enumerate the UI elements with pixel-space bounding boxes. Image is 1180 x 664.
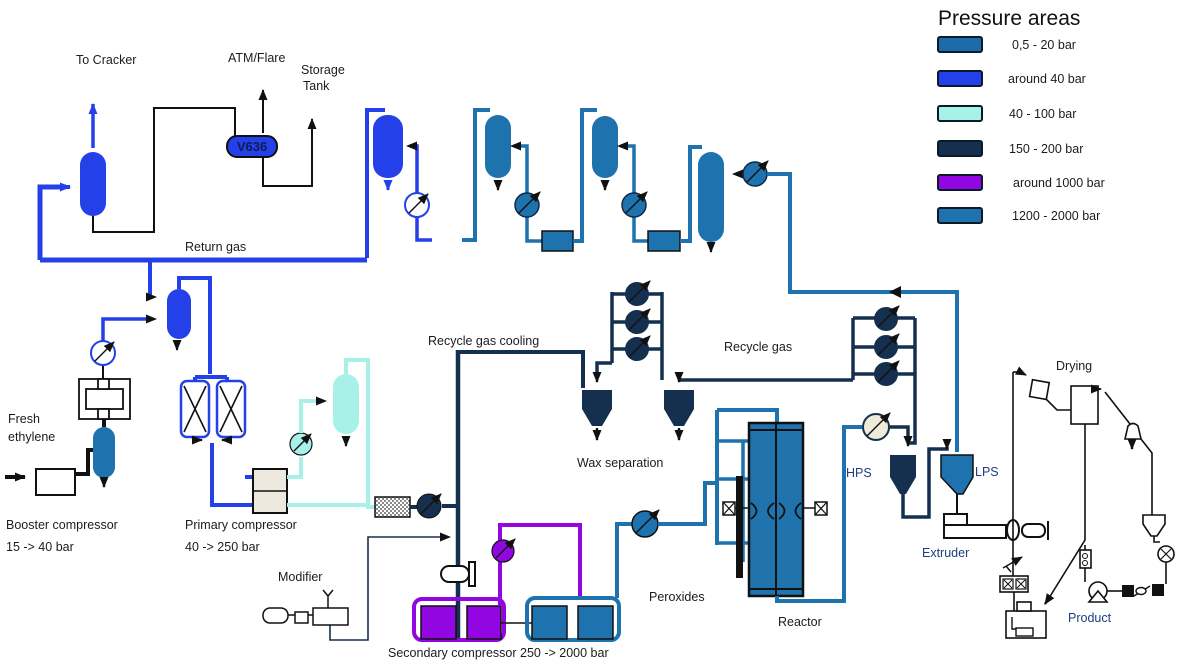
legend-item-label: 0,5 - 20 bar [1012,38,1076,52]
secondary-stage1-cylinder [420,605,457,640]
lps-label: LPS [975,465,999,479]
primary-compressor-cylinders [179,379,247,439]
secondary-stage1-frame [412,597,506,642]
cooler-box [647,230,681,252]
reactor-label: Reactor [778,615,822,629]
legend-swatch [937,36,983,53]
reactor-support-bar [736,476,743,578]
suction-bottle-flange [468,561,476,587]
hps-label: HPS [846,466,872,480]
product-label: Product [1068,611,1112,625]
legend-item-label: around 40 bar [1008,72,1086,86]
extruder-motor [1021,523,1046,538]
interstage-knockout-vessel [333,374,359,434]
legend-swatch [937,140,983,157]
extruder-barrel [943,524,1007,539]
purification-vessel-1 [373,115,403,178]
wax-separator-right [664,390,694,426]
low-pressure-train [462,108,959,452]
extruder-label: Extruder [922,546,969,560]
secondary-stage2-cylinder [577,605,614,640]
primary-compressor-label: 40 -> 250 bar [185,540,260,554]
reactor-valve-right [803,501,828,516]
primary-interstage-circuit [252,358,458,519]
vessel-v636 [226,135,278,158]
secondary-compressor-label: Secondary compressor 250 -> 2000 bar [388,646,609,660]
purification-vessel-2 [485,115,511,178]
valve-block [1122,585,1134,597]
recycle-gas-cooling-label: Recycle gas cooling [428,334,539,348]
dryer-vessel [1070,385,1099,425]
rotary-feeder [1028,378,1051,401]
recycle-suction-circuit [329,280,952,641]
booster-compressor-box [35,468,76,496]
v636-label: V636 [237,139,267,154]
modifier-injection-line [329,536,446,641]
fresh-ethylene-label: Fresh [8,412,40,426]
legend-swatch [937,105,983,122]
suction-bottle [440,565,470,583]
wax-separation-label: Wax separation [577,456,663,470]
booster-compressor-label: 15 -> 40 bar [6,540,74,554]
letdown-filter [374,496,411,518]
booster-compressor-label: Booster compressor [6,518,118,532]
lps-separator [940,454,974,495]
return-gas-separator [167,289,191,339]
valve-block [1152,584,1164,596]
cyclone-bell [1123,422,1143,440]
secondary-stage2-frame [525,596,621,642]
legend-title: Pressure areas [938,7,1080,30]
to-cracker-label: To Cracker [76,53,136,67]
drying-label: Drying [1056,359,1092,373]
legend-swatch [937,70,983,87]
secondary-stage1-cylinder [466,605,502,640]
reactor-valve-left [722,501,749,516]
reactor-loop [615,408,974,603]
legend-swatch [937,174,983,191]
hps-separator [890,455,916,494]
storage-tank-arrow [262,118,317,187]
fresh-ethylene-circuit [5,340,131,496]
pressure-legend: Pressure areas 0,5 - 20 bar around 40 ba… [937,7,1105,224]
legend-item-label: 150 - 200 bar [1009,142,1083,156]
atm-flare-label: ATM/Flare [228,51,285,65]
cooler-box [541,230,574,252]
modifier-label: Modifier [278,570,322,584]
secondary-compressor [262,523,621,642]
secondary-interstage-line [498,523,582,606]
modifier-skid [262,589,349,626]
storage-tank-label: Tank [303,79,330,93]
purification-vessel-3 [592,116,618,178]
diagram-labels: To Cracker ATM/Flare Storage Tank Return… [6,51,1112,660]
ethylene-knockout-vessel [93,427,115,478]
peroxides-label: Peroxides [649,590,705,604]
return-gas-label: Return gas [185,240,246,254]
storage-tank-label: Storage [301,63,345,77]
legend-swatch [937,207,983,224]
wax-separator-left [582,390,612,426]
primary-compressor-label: Primary compressor [185,518,297,532]
flare-storage-piping: V636 [92,89,317,233]
purification-vessel-4 [698,152,724,242]
reactor-outlet-line [775,425,862,603]
flow-arrow [889,286,901,298]
legend-item-label: 1200 - 2000 bar [1012,209,1100,223]
recycle-gas-label: Recycle gas [724,340,792,354]
lps-return-line [767,172,959,452]
secondary-stage2-cylinder [531,605,568,640]
cracker-column-vessel [80,152,106,216]
hopper [1142,514,1166,537]
finishing-section [943,366,1175,639]
legend-item-label: around 1000 bar [1013,176,1105,190]
return-gas-circuit [37,103,432,507]
legend-item-label: 40 - 100 bar [1009,107,1076,121]
booster-cylinder [78,378,131,420]
fresh-ethylene-label: ethylene [8,430,55,444]
